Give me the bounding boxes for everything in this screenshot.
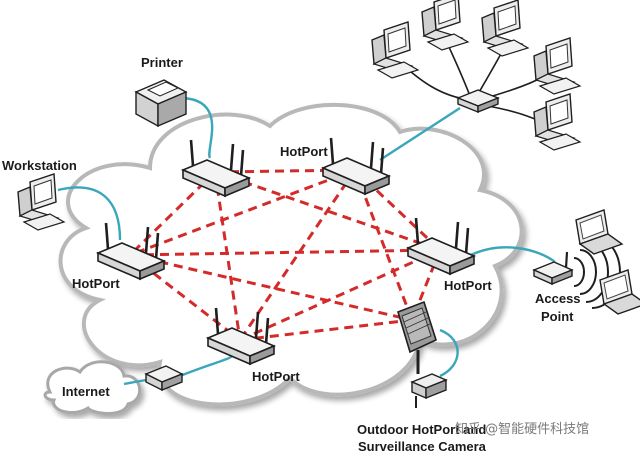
- hotport-right-label: HotPort: [444, 278, 492, 293]
- internet-label: Internet: [62, 384, 110, 399]
- workstation-computer-icon: [17, 173, 65, 231]
- outdoor-hotport-panel-icon: [397, 300, 437, 374]
- hotport-top-label: HotPort: [280, 144, 328, 159]
- hotport-bottom-label: HotPort: [252, 369, 300, 384]
- desktop-computer-icon: [371, 21, 419, 79]
- switch-cables: [403, 39, 549, 127]
- desktop-computer-icon: [421, 0, 469, 51]
- access-point-label-line1: Access: [535, 291, 581, 306]
- watermark-text: 知乎 @智能硬件科技馆: [455, 421, 589, 437]
- laptop-icon: [575, 209, 623, 255]
- printer-icon: [134, 79, 188, 128]
- desktop-computer-icon: [533, 93, 581, 151]
- desktop-computer-icon: [533, 37, 581, 95]
- surveillance-camera-icon: [410, 373, 448, 408]
- desktop-computer-icon: [481, 0, 529, 57]
- network-switch: [456, 89, 500, 114]
- outdoor-hotport-label-line1: Outdoor HotPort and: [357, 422, 486, 437]
- workstation-label: Workstation: [2, 158, 77, 173]
- outdoor-hotport-label-line2: Surveillance Camera: [358, 439, 487, 453]
- internet-cloud: [43, 360, 141, 415]
- laptop-icon: [599, 269, 640, 315]
- access-point-icon: [532, 251, 574, 286]
- access-point-label-line2: Point: [541, 309, 574, 324]
- hotport-left-label: HotPort: [72, 276, 120, 291]
- modem-icon: [144, 365, 184, 392]
- printer-label: Printer: [141, 55, 183, 70]
